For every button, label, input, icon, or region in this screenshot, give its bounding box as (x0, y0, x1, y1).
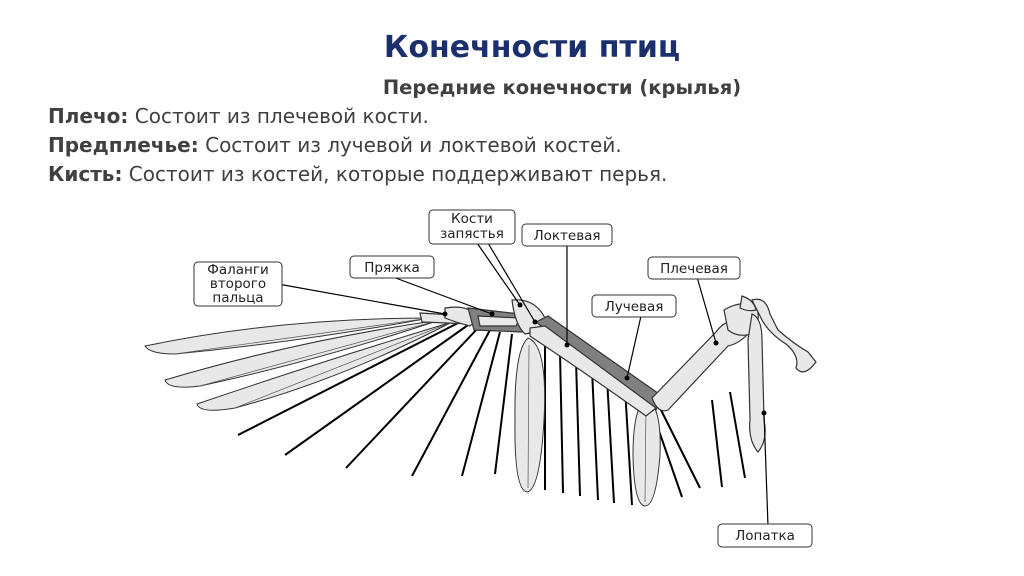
label-phalanges: Фаланги второго пальца (193, 261, 283, 307)
radius-bone (534, 315, 663, 411)
page-title: Конечности птиц (383, 30, 681, 65)
page-subtitle: Передние конечности (крылья) (382, 76, 742, 99)
label-buckle: Пряжка (349, 255, 435, 279)
feather-shafts (237, 321, 746, 506)
definition-shoulder: Плечо: Состоит из плечевой кости. (48, 104, 429, 128)
label-text: Пряжка (364, 260, 419, 276)
label-radius: Лучевая (591, 294, 677, 318)
primary-feather (144, 317, 431, 355)
ulna-bone (529, 325, 657, 417)
hand-bones (419, 299, 546, 335)
definition-term: Предплечье: (48, 133, 199, 157)
label-text: Кости (451, 211, 493, 227)
secondary-feather (632, 397, 661, 507)
label-ulna: Локтевая (521, 223, 613, 247)
label-text: пальца (212, 290, 263, 306)
label-carpal: Кости запястья (428, 209, 516, 245)
label-text: Локтевая (533, 228, 600, 244)
label-text: второго (210, 276, 266, 292)
definition-forearm: Предплечье: Состоит из лучевой и локтево… (48, 133, 622, 157)
label-humerus: Плечевая (647, 256, 741, 280)
primary-feather (196, 321, 453, 411)
definition-hand: Кисть: Состоит из костей, которые поддер… (48, 162, 667, 186)
definition-term: Кисть: (48, 162, 123, 186)
leader-lines (277, 242, 769, 527)
definition-term: Плечо: (48, 104, 129, 128)
definition-text: Состоит из костей, которые поддерживают … (122, 162, 668, 186)
primary-feathers (144, 317, 453, 411)
definition-text: Состоит из лучевой и локтевой костей. (198, 133, 622, 157)
secondary-feather (514, 337, 546, 493)
label-scapula: Лопатка (717, 523, 813, 548)
label-text: Плечевая (660, 261, 728, 277)
primary-feather (164, 319, 441, 388)
upper-arm-bones (651, 295, 817, 453)
definition-text: Состоит из плечевой кости. (128, 104, 429, 128)
coracoid-bone (751, 298, 817, 373)
forearm-bones (529, 315, 663, 417)
label-text: Лучевая (605, 299, 664, 315)
scapula-bone (747, 313, 766, 453)
leader-dots (442, 302, 767, 416)
buckle-bone (477, 315, 521, 327)
secondary-feathers (514, 337, 661, 507)
label-text: Лопатка (735, 528, 795, 544)
label-text: Фаланги (207, 262, 269, 278)
humerus-bone (651, 320, 749, 412)
label-text: запястья (440, 226, 504, 242)
